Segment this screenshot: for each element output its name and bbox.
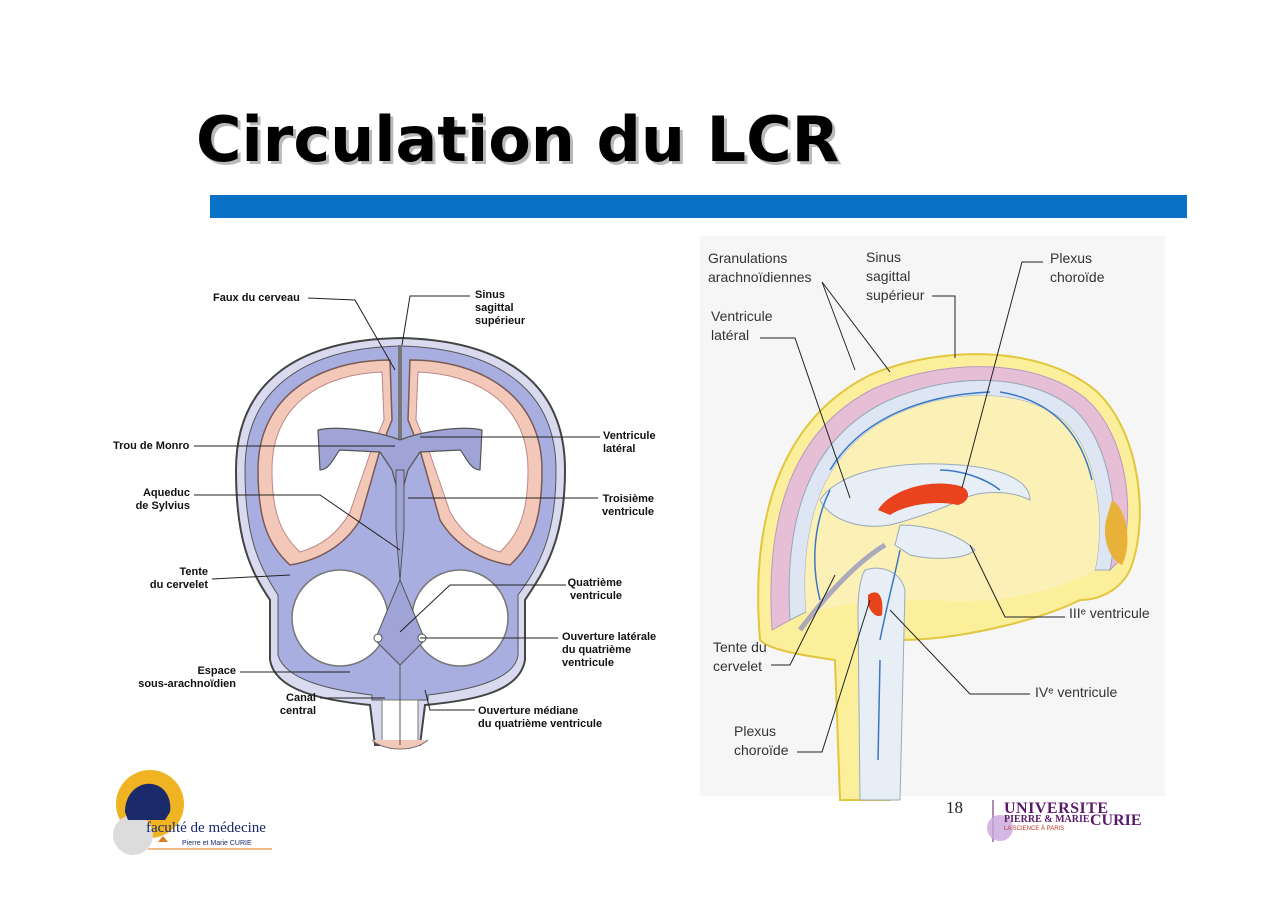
label-sinus-sagittal-left: Sinus sagittal supérieur — [475, 289, 526, 327]
upmc-universite: UNIVERSITE — [1004, 800, 1109, 817]
label-ventricule-lateral-right: Ventricule latéral — [711, 308, 773, 343]
slide-title: Circulation du LCR — [196, 103, 840, 176]
right-leader-lines — [760, 261, 1065, 753]
label-ouverture-laterale: Ouverture latérale du quatrième ventricu… — [562, 631, 657, 669]
third-ventricle — [395, 469, 405, 581]
sagittal-tentorium — [798, 542, 887, 632]
label-espace-sous-arachnoidien: Espace sous-arachnoïdien — [138, 665, 236, 690]
sagittal-brainstem — [857, 567, 906, 801]
label-plexus-choroide-bottom: Plexus choroïde — [734, 723, 789, 758]
label-faux-du-cerveau: Faux du cerveau — [213, 292, 300, 304]
label-canal-central: Canal central — [279, 692, 316, 717]
sagittal-third-ventricle — [894, 524, 976, 559]
label-iv-ventricule: IVᵉ ventricule — [1035, 684, 1118, 700]
faculty-name: faculté de médecine — [146, 820, 266, 836]
label-tente-du-cervelet-right: Tente du cervelet — [713, 639, 767, 674]
label-troisieme-ventricule: Troisième ventricule — [602, 493, 654, 518]
label-tente-du-cervelet-left: Tente du cervelet — [149, 566, 208, 591]
faculty-subtitle: Pierre et Marie CURIE — [182, 840, 252, 847]
upmc-disc — [987, 815, 1013, 841]
label-quatrieme-ventricule: Quatrième ventricule — [567, 577, 622, 602]
left-leader-lines — [194, 295, 600, 711]
label-aqueduc-de-sylvius: Aqueduc de Sylvius — [135, 487, 190, 512]
label-sinus-sagittal-right: Sinus sagittal supérieur — [866, 249, 925, 303]
label-ouverture-mediane: Ouverture médiane du quatrième ventricul… — [478, 705, 603, 730]
upmc-curie: CURIE — [1090, 812, 1142, 829]
label-trou-de-monro: Trou de Monro — [113, 440, 190, 452]
title-underline-bar — [210, 195, 1187, 218]
lateral-aperture-left — [373, 633, 383, 643]
sagittal-choroid-plexus-upper — [878, 483, 969, 515]
label-plexus-choroide-top: Plexus choroïde — [1050, 250, 1105, 285]
sagittal-choroid-plexus-lower — [868, 592, 883, 617]
upmc-pierre-marie: PIERRE & MARIE — [1004, 814, 1090, 825]
upmc-tagline: LA SCIENCE À PARIS — [1004, 826, 1065, 832]
sagittal-flow-arrows — [814, 391, 1093, 761]
logo-grey-disc — [113, 815, 153, 855]
label-iii-ventricule: IIIᵉ ventricule — [1069, 605, 1150, 621]
logo-portraits — [125, 783, 171, 820]
label-ventricule-lateral-left: Ventricule latéral — [603, 430, 656, 455]
logo-orange-mark — [158, 836, 168, 842]
page-number: 18 — [946, 798, 963, 817]
falx — [398, 345, 402, 440]
label-granulations-arachnoidiennes: Granulations arachnoïdiennes — [708, 250, 812, 285]
sagittal-frontal-sinus — [1104, 500, 1128, 565]
